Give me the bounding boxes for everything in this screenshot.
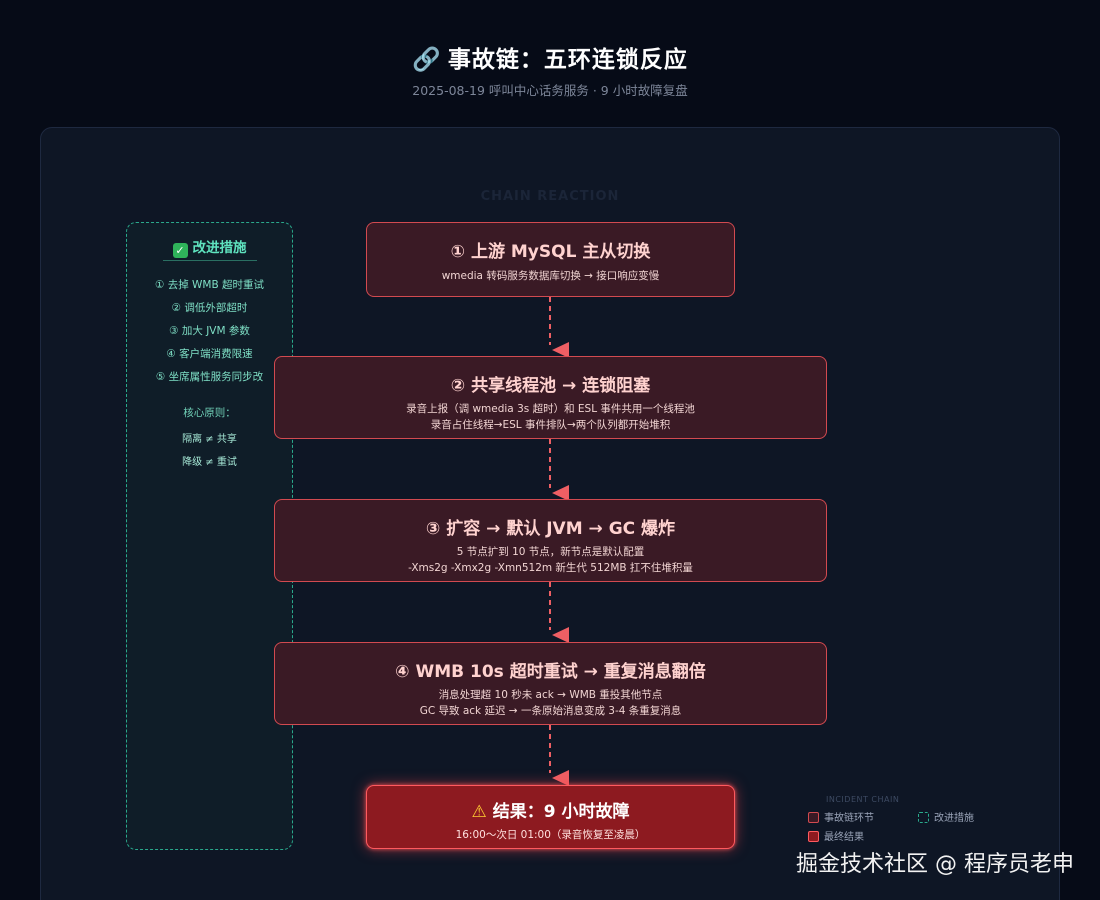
improvement-item-1: ① 去掉 WMB 超时重试 (154, 279, 265, 291)
warning-icon: ⚠ (471, 802, 487, 822)
principle-label: 核心原则： (183, 407, 236, 419)
chain-node-4-line-2: GC 导致 ack 延迟 → 一条原始消息变成 3-4 条重复消息 (419, 705, 682, 717)
chain-node-3: ③ 扩容 → 默认 JVM → GC 爆炸 5 节点扩到 10 节点，新节点是默… (274, 499, 827, 582)
connector-1-arrowhead (552, 342, 569, 358)
improvement-item-2: ② 调低外部超时 (171, 302, 248, 314)
legend-swatch-chain (808, 812, 819, 823)
legend-swatch-final (808, 831, 819, 842)
chain-node-1-title: ① 上游 MySQL 主从切换 (450, 242, 651, 262)
page-title-text: 事故链：五环连锁反应 (447, 47, 688, 73)
legend-swatch-improve (918, 812, 929, 823)
link-icon: 🔗 (412, 47, 442, 73)
improvements-title: ✓ 改进措施 (126, 236, 293, 258)
improvements-box (126, 222, 293, 850)
improvements-title-text: 改进措施 (192, 240, 247, 256)
result-node-line-1: 16:00～次日 01:00（录音恢复至凌晨） (455, 829, 646, 841)
connector-2 (549, 439, 569, 501)
watermark: 掘金技术社区 @ 程序员老申 (796, 852, 1074, 877)
improvements-divider (163, 260, 257, 261)
legend-item-improve: 改进措施 (918, 809, 974, 824)
connector-1 (549, 297, 569, 358)
connector-2-arrowhead (552, 485, 569, 501)
legend-item-final: 最终结果 (808, 828, 864, 843)
connector-4 (549, 725, 569, 786)
chain-node-4-line-1: 消息处理超 10 秒未 ack → WMB 重投其他节点 (438, 689, 663, 701)
legend-label-chain: 事故链环节 (824, 813, 874, 824)
connector-4-arrowhead (552, 770, 569, 786)
result-node: ⚠结果：9 小时故障 16:00～次日 01:00（录音恢复至凌晨） (366, 785, 735, 849)
legend-label-final: 最终结果 (824, 832, 864, 843)
chain-node-2-line-2: 录音占住线程→ESL 事件排队→两个队列都开始堆积 (430, 419, 671, 431)
chain-node-4-title: ④ WMB 10s 超时重试 → 重复消息翻倍 (395, 662, 706, 682)
principle-item-2: 降级 ≠ 重试 (182, 457, 237, 468)
result-node-title-text: 结果：9 小时故障 (492, 802, 630, 822)
improvement-item-3: ③ 加大 JVM 参数 (169, 325, 250, 337)
legend-item-chain: 事故链环节 (808, 809, 874, 824)
page-title: 🔗事故链：五环连锁反应 (0, 40, 1100, 74)
improvement-item-4: ④ 客户端消费限速 (166, 348, 253, 360)
panel-caption: CHAIN REACTION (480, 189, 620, 204)
connector-3-arrowhead (552, 627, 569, 643)
connector-3 (549, 582, 569, 643)
chain-node-2: ② 共享线程池 → 连锁阻塞 录音上报（调 wmedia 3s 超时）和 ESL… (274, 356, 827, 439)
result-node-title: ⚠结果：9 小时故障 (367, 797, 734, 822)
principle-item-1: 隔离 ≠ 共享 (182, 434, 237, 445)
chain-node-1-line-1: wmedia 转码服务数据库切换 → 接口响应变慢 (441, 270, 660, 282)
chain-node-3-title: ③ 扩容 → 默认 JVM → GC 爆炸 (425, 519, 676, 539)
chain-node-2-line-1: 录音上报（调 wmedia 3s 超时）和 ESL 事件共用一个线程池 (406, 403, 695, 415)
chain-node-2-title: ② 共享线程池 → 连锁阻塞 (450, 376, 651, 396)
improvement-item-5: ⑤ 坐席属性服务同步改 (155, 371, 264, 383)
chain-node-3-line-1: 5 节点扩到 10 节点，新节点是默认配置 (456, 546, 645, 558)
chain-node-4: ④ WMB 10s 超时重试 → 重复消息翻倍 消息处理超 10 秒未 ack … (274, 642, 827, 725)
legend-label-improve: 改进措施 (934, 813, 974, 824)
chain-node-3-line-2: -Xms2g -Xmx2g -Xmn512m 新生代 512MB 扛不住堆积量 (408, 562, 693, 574)
chain-node-1: ① 上游 MySQL 主从切换 wmedia 转码服务数据库切换 → 接口响应变… (366, 222, 735, 297)
check-icon: ✓ (172, 243, 188, 258)
legend-caption: INCIDENT CHAIN (826, 795, 900, 804)
page-subtitle: 2025-08-19 呼叫中心话务服务 · 9 小时故障复盘 (412, 83, 688, 98)
